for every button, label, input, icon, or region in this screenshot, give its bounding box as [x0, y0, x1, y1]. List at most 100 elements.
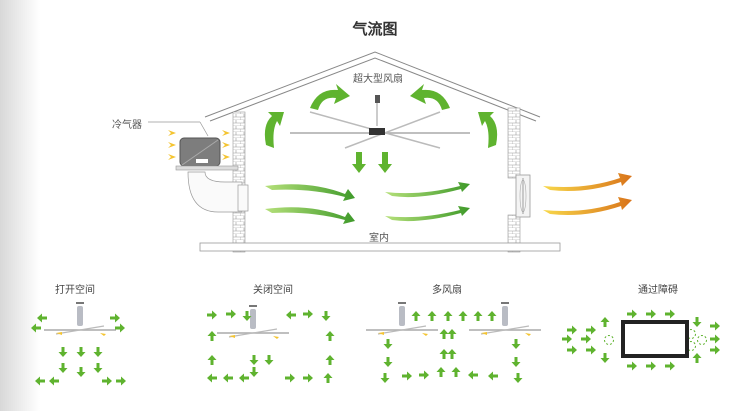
mini-flow-arrow [93, 363, 103, 373]
turbulence-swirl-icon [697, 335, 707, 345]
mini-flow-arrow [207, 355, 217, 365]
mini-flow-arrow [37, 313, 47, 323]
mini-flow-arrow [586, 345, 596, 355]
mini-flow-arrow [226, 309, 236, 319]
mini-flow-arrow [383, 357, 393, 367]
mini-flow-arrow [35, 376, 45, 386]
right-wall-top [507, 107, 521, 179]
mini-fan-icon [217, 305, 289, 339]
mini-flow-arrow [511, 339, 521, 349]
big-ceiling-fan [290, 95, 470, 149]
turbulence-swirl-icon [604, 335, 614, 345]
mini-flow-arrow [710, 345, 720, 355]
mini-flow-arrow [451, 367, 461, 377]
mini-flow-arrow [627, 309, 637, 319]
mini-flow-arrow [586, 325, 596, 335]
mini-flow-arrow [323, 373, 333, 383]
mini-flow-arrow [439, 329, 449, 339]
mini-flow-arrow [207, 373, 217, 383]
mini-flow-arrow [207, 331, 217, 341]
floor [199, 242, 561, 252]
mini-flow-arrow [562, 334, 572, 344]
mini-flow-arrow [581, 334, 591, 344]
mini-flow-arrow [49, 376, 59, 386]
indoor-label: 室内 [369, 233, 389, 244]
mini-flow-arrow [31, 323, 41, 333]
mini-flow-arrow [627, 361, 637, 371]
cooler-label: 冷气器 [112, 120, 142, 131]
obstacle-box [621, 320, 689, 358]
scenario-obstacle-label: 通过障碍 [638, 285, 678, 296]
mini-flow-arrow [665, 309, 675, 319]
mini-flow-arrow [402, 371, 412, 381]
mini-flow-arrow [646, 309, 656, 319]
page-edge-shadow [0, 0, 40, 411]
mini-flow-arrow [325, 355, 335, 365]
downdraft-arrows [352, 152, 392, 173]
diagram-title: 气流图 [352, 20, 398, 38]
mini-flow-arrow [286, 310, 296, 320]
mini-flow-arrow [102, 376, 112, 386]
scenario-open-space-label: 打开空间 [55, 285, 95, 296]
mini-flow-arrow [567, 325, 577, 335]
mini-flow-arrow [325, 331, 335, 341]
mini-flow-arrow [223, 373, 233, 383]
house-roof [204, 51, 541, 122]
big-fan-label: 超大型风扇 [353, 74, 403, 85]
mini-flow-arrow [600, 317, 610, 327]
mini-fan-icon [469, 302, 541, 336]
mini-flow-arrow [239, 373, 249, 383]
mini-flow-arrow [710, 321, 720, 331]
mini-flow-arrow [249, 367, 259, 377]
mini-flow-arrow [303, 373, 313, 383]
mini-flow-arrow [487, 311, 497, 321]
exhaust-fan [515, 174, 531, 218]
mini-flow-arrow [692, 353, 702, 363]
mini-flow-arrow [488, 371, 498, 381]
mini-flow-arrow [380, 373, 390, 383]
mini-flow-arrow [303, 309, 313, 319]
mini-flow-arrow [436, 367, 446, 377]
mini-flow-arrow [321, 311, 331, 321]
mini-flow-arrow [383, 339, 393, 349]
indoor-airflow-arrows [265, 182, 470, 224]
mini-flow-arrow [242, 311, 252, 321]
mini-flow-arrow [473, 311, 483, 321]
mini-flow-arrow [76, 347, 86, 357]
mini-flow-arrow [419, 370, 429, 380]
mini-flow-arrow [468, 370, 478, 380]
mini-flow-arrow [511, 357, 521, 367]
mini-flow-arrow [710, 334, 720, 344]
air-cooler [175, 137, 249, 213]
mini-flow-arrow [600, 353, 610, 363]
mini-flow-arrow [447, 329, 457, 339]
scenario-multi-fan-label: 多风扇 [432, 285, 462, 296]
mini-flow-arrow [567, 345, 577, 355]
mini-flow-arrow [458, 311, 468, 321]
intake-arrows [168, 130, 230, 160]
mini-flow-arrow [115, 323, 125, 333]
mini-flow-arrow [513, 373, 523, 383]
mini-flow-arrow [207, 310, 217, 320]
mini-flow-arrow [58, 363, 68, 373]
mini-flow-arrow [692, 317, 702, 327]
mini-flow-arrow [447, 349, 457, 359]
mini-flow-arrow [116, 376, 126, 386]
mini-fan-icon [366, 302, 438, 336]
mini-flow-arrow [58, 347, 68, 357]
exhaust-arrows [543, 173, 632, 215]
mini-flow-arrow [665, 361, 675, 371]
mini-flow-arrow [93, 347, 103, 357]
mini-fan-icon [44, 302, 116, 336]
mini-flow-arrow [249, 355, 259, 365]
mini-flow-arrow [646, 361, 656, 371]
mini-flow-arrow [443, 311, 453, 321]
mini-flow-arrow [76, 367, 86, 377]
mini-flow-arrow [439, 349, 449, 359]
mini-flow-arrow [285, 373, 295, 383]
mini-flow-arrow [427, 311, 437, 321]
updraft-arrows [264, 84, 498, 148]
scenario-closed-space-label: 关闭空间 [253, 285, 293, 296]
mini-flow-arrow [264, 355, 274, 365]
